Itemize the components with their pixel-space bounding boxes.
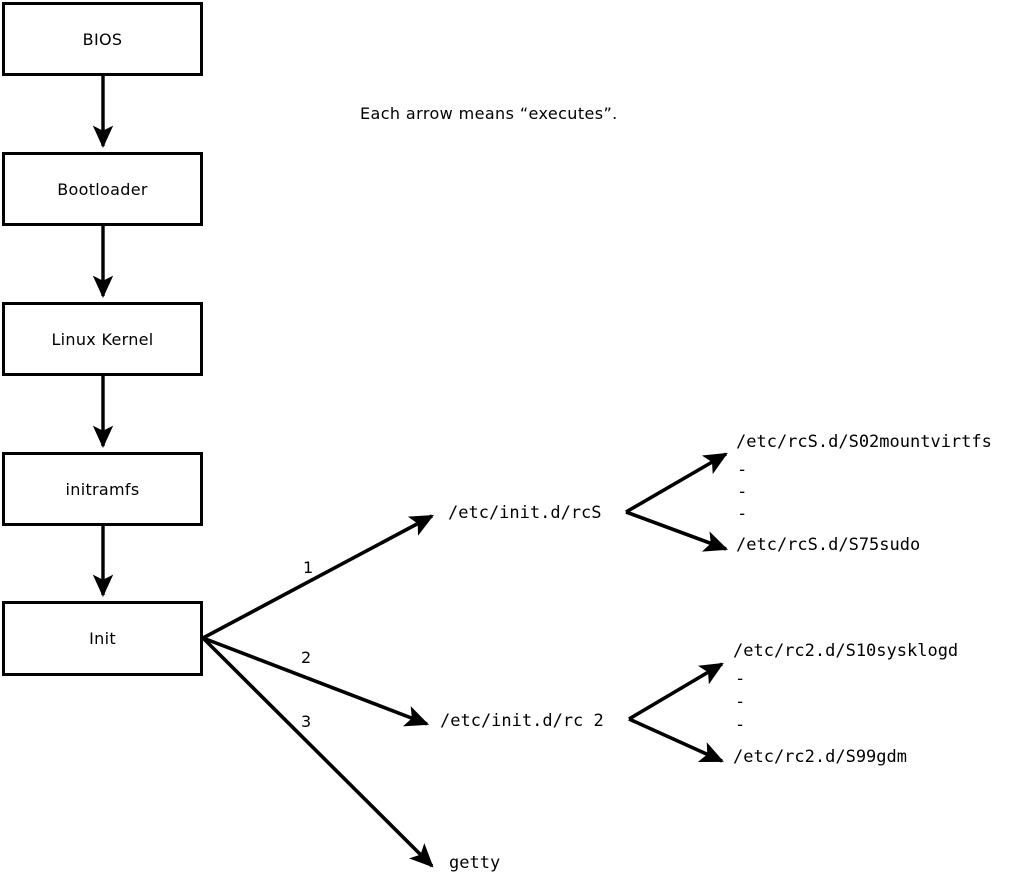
- arrow-init-to-rcs: [202, 514, 434, 640]
- script-label-rc2[interactable]: /etc/init.d/rc 2: [440, 711, 604, 731]
- arrow-rc2-to-last-child: [628, 717, 724, 763]
- node-init-label: Init: [89, 629, 116, 648]
- rcs-child-last[interactable]: /etc/rcS.d/S75sudo: [736, 535, 921, 555]
- rc2-dots-2: -: [735, 692, 746, 712]
- node-linux-kernel-label: Linux Kernel: [51, 329, 154, 349]
- arrow-init-to-getty: [201, 636, 434, 868]
- node-initramfs-label: initramfs: [65, 479, 140, 499]
- node-linux-kernel[interactable]: Linux Kernel: [2, 302, 203, 376]
- rcs-dots-2: -: [737, 482, 748, 502]
- script-label-getty[interactable]: getty: [449, 853, 501, 873]
- arrow-init-to-rc2: [202, 636, 430, 727]
- script-label-rcs[interactable]: /etc/init.d/rcS: [448, 503, 602, 523]
- node-bootloader-label: Bootloader: [57, 179, 148, 199]
- rcs-dots-3: -: [737, 504, 748, 524]
- node-bios[interactable]: BIOS: [2, 2, 203, 76]
- node-initramfs[interactable]: initramfs: [2, 452, 203, 526]
- arrow-rcs-to-last-child: [625, 510, 729, 552]
- rcs-dots-1: -: [737, 460, 748, 480]
- edge-number-3: 3: [301, 712, 312, 731]
- diagram-caption: Each arrow means “executes”.: [360, 104, 618, 123]
- rc2-child-first[interactable]: /etc/rc2.d/S10sysklogd: [733, 641, 959, 661]
- edge-number-1: 1: [303, 558, 314, 577]
- arrow-rc2-to-first-child: [628, 662, 724, 721]
- rcs-child-first[interactable]: /etc/rcS.d/S02mountvirtfs: [736, 432, 992, 452]
- node-bios-label: BIOS: [82, 29, 123, 49]
- arrow-rcs-to-first-child: [625, 452, 728, 514]
- rc2-dots-3: -: [735, 715, 746, 735]
- node-bootloader[interactable]: Bootloader: [2, 152, 203, 226]
- rc2-dots-1: -: [735, 669, 746, 689]
- node-init[interactable]: Init: [2, 601, 203, 676]
- rc2-child-last[interactable]: /etc/rc2.d/S99gdm: [733, 747, 907, 767]
- edge-number-2: 2: [301, 648, 312, 667]
